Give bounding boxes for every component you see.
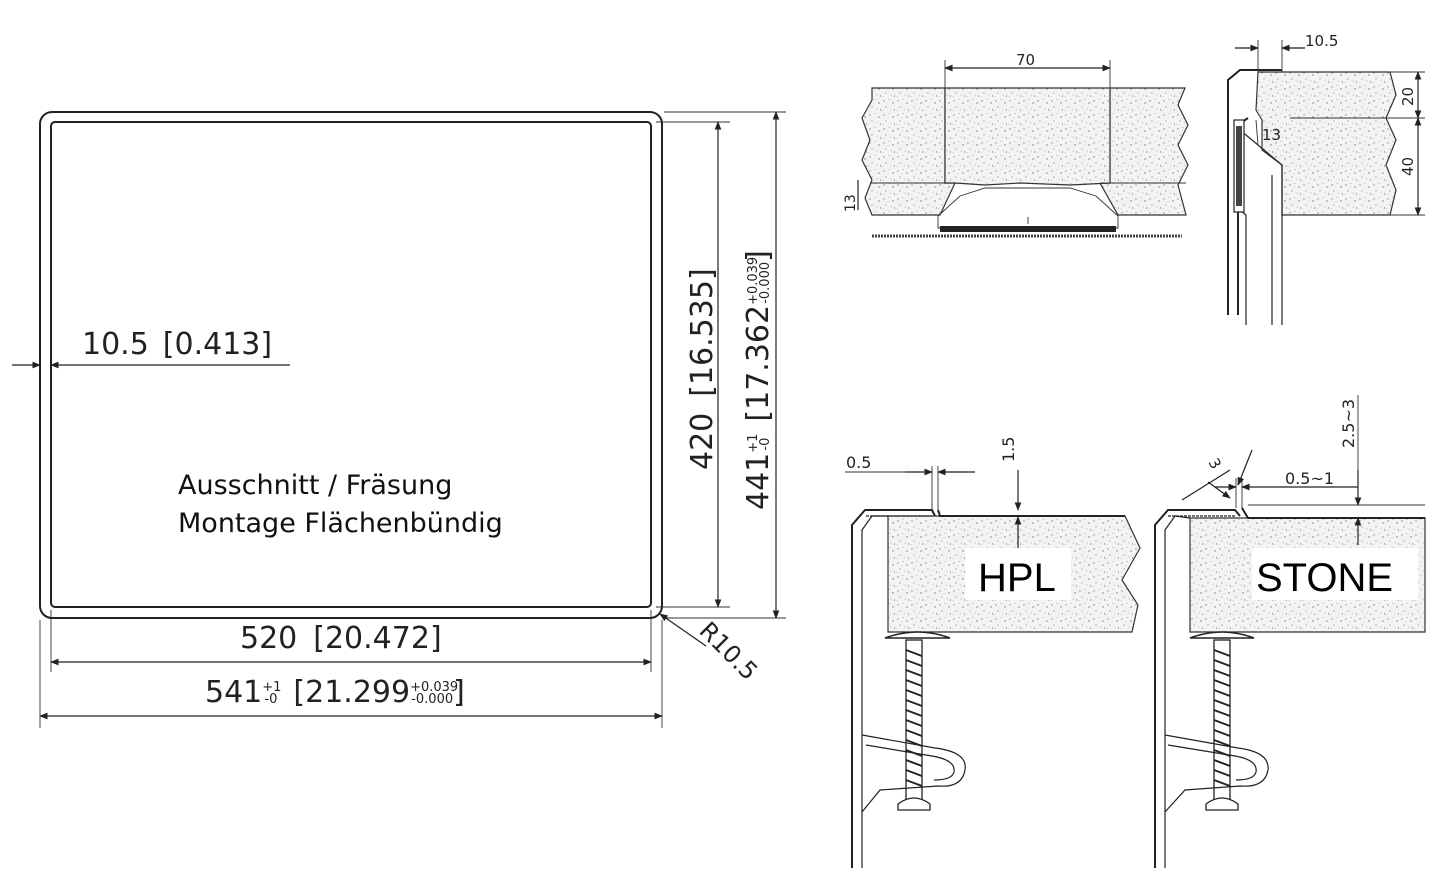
section-side: 10.5 13 20 40 — [1227, 32, 1425, 325]
inner-height-dim: 420[16.535] — [685, 268, 720, 470]
width-70-dim: 70 — [1016, 51, 1035, 69]
side-worktop — [1255, 71, 1397, 216]
offset-dim: 10.5[0.413] — [82, 327, 272, 362]
detail-hpl: HPL 0.5 1.5 — [845, 437, 1141, 868]
hpl-gap-dim: 0.5 — [846, 453, 871, 472]
stone-step-dim: 2.5~3 — [1339, 399, 1358, 448]
section-top: 70 13 — [843, 51, 1189, 238]
outer-width-dim: 541+1-0[21.299+0.039-0.000] — [205, 675, 465, 710]
stone-gap-dim: 0.5~1 — [1285, 469, 1334, 488]
worktop-left — [861, 87, 956, 216]
radius-dim: R10.5 — [694, 616, 763, 685]
cutout-label-1: Ausschnitt / Fräsung — [178, 470, 452, 501]
outer-height-dim: 441+1-0[17.362+0.039-0.000] — [741, 250, 776, 510]
inner-width-dim: 520[20.472] — [240, 621, 442, 656]
height-40-dim: 40 — [1399, 157, 1417, 176]
flange-dim: 10.5 — [1305, 32, 1338, 50]
cutout-plan: 10.5[0.413] Ausschnitt / Fräsung Montage… — [12, 111, 786, 728]
height-20-dim: 20 — [1399, 87, 1417, 106]
stone-label: STONE — [1256, 556, 1393, 600]
stone-chamfer-dim: 3 — [1205, 455, 1225, 472]
hpl-label: HPL — [978, 556, 1056, 600]
detail-stone: STONE 0.5~1 2.5~3 3 — [1154, 395, 1426, 868]
depth-13-dim: 13 — [843, 194, 859, 212]
worktop-right — [1098, 87, 1189, 216]
worktop-middle — [944, 87, 1111, 186]
cutout-label-2: Montage Flächenbündig — [178, 508, 503, 539]
hpl-step-dim: 1.5 — [999, 437, 1018, 462]
recess-dim: 13 — [1262, 126, 1281, 144]
